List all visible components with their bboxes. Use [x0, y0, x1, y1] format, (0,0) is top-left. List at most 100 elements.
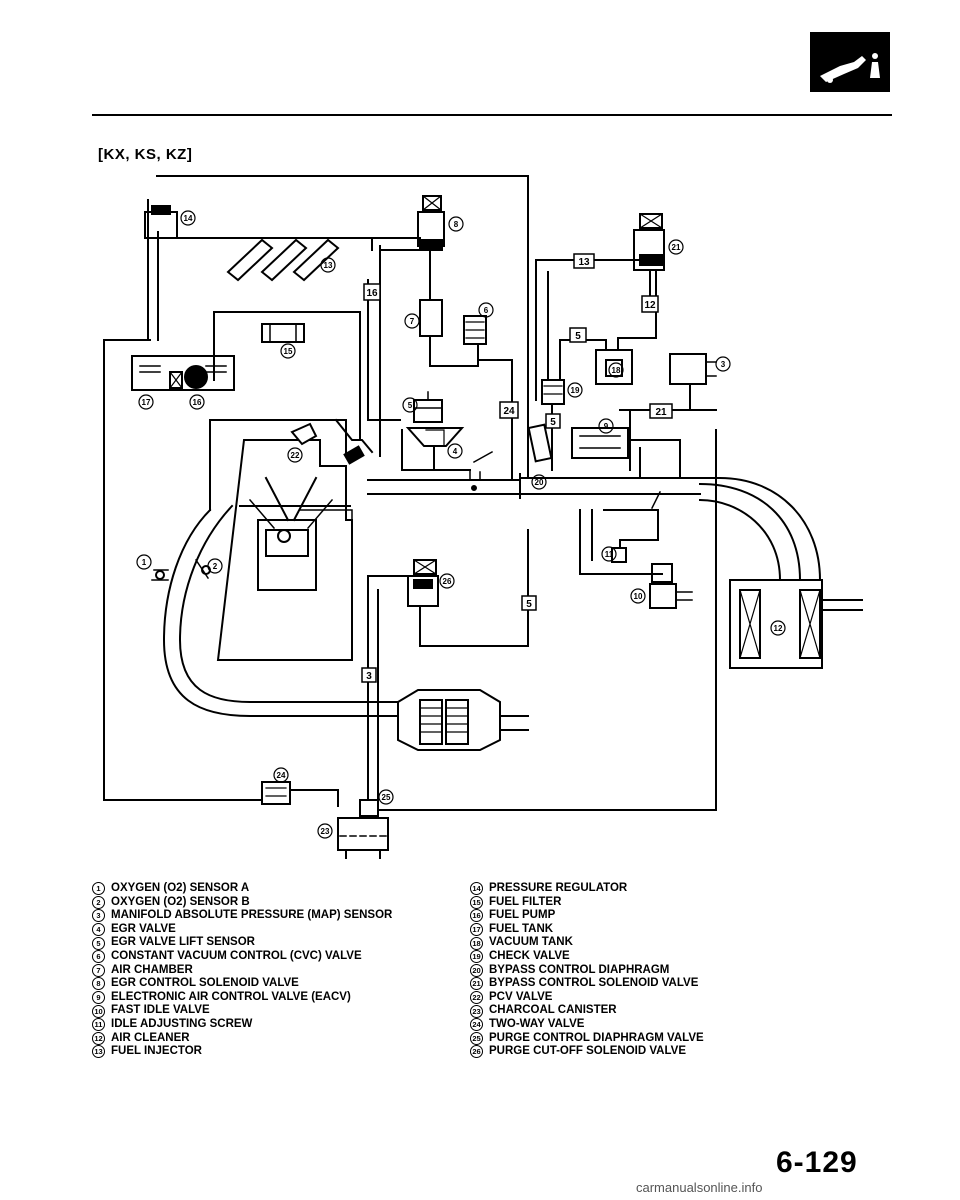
legend-number: 17	[470, 923, 483, 937]
callout-13: 13	[324, 261, 333, 270]
hose-tag-5-middle: 5	[550, 417, 556, 428]
callout-18: 18	[612, 366, 621, 375]
intake-duct	[650, 476, 822, 582]
legend-item: 20 BYPASS CONTROL DIAPHRAGM	[470, 964, 870, 978]
legend-text: FAST IDLE VALVE	[111, 1004, 210, 1017]
legend-item: 5 EGR VALVE LIFT SENSOR	[92, 936, 452, 950]
legend-item: 1 OXYGEN (O2) SENSOR A	[92, 882, 452, 896]
hose-tag-16: 16	[366, 288, 378, 299]
egr-control-solenoid	[417, 195, 445, 251]
hose-tag-13: 13	[578, 257, 590, 268]
legend-number: 9	[92, 991, 105, 1005]
legend-item: 24 TWO-WAY VALVE	[470, 1018, 870, 1032]
callout-8: 8	[454, 220, 459, 229]
legend-text: PRESSURE REGULATOR	[489, 882, 628, 894]
legend-number: 16	[470, 909, 483, 923]
hose-tag-24: 24	[503, 406, 515, 417]
component-callout-numbers: 14 8 21 13 6 7 15 18 3 19 17 16 5 9 4 22…	[142, 214, 783, 836]
pressure-regulator	[144, 205, 178, 239]
callout-23: 23	[321, 827, 330, 836]
legend-number: 4	[92, 923, 105, 937]
emission-vacuum-hose-diagram: 16 13 12 5 5 21 24 5 3	[103, 175, 863, 859]
legend-text: BYPASS CONTROL SOLENOID VALVE	[489, 977, 699, 990]
legend-number: 24	[470, 1018, 483, 1032]
legend-item: 21 BYPASS CONTROL SOLENOID VALVE	[470, 977, 870, 991]
air-cleaner	[729, 579, 863, 669]
legend-text: PCV VALVE	[489, 990, 553, 1003]
legend-number: 14	[470, 882, 483, 896]
legend-text: PURGE CUT-OFF SOLENOID VALVE	[489, 1045, 686, 1058]
legend-text: EGR CONTROL SOLENOID VALVE	[111, 977, 299, 990]
legend-text: EGR VALVE	[111, 922, 176, 935]
legend-number: 23	[470, 1004, 483, 1018]
legend-text: OXYGEN (O2) SENSOR A	[111, 882, 250, 894]
callout-17: 17	[142, 398, 151, 407]
callout-19: 19	[571, 386, 580, 395]
legend-number: 26	[470, 1045, 483, 1059]
legend-item: 17 FUEL TANK	[470, 923, 870, 937]
hose-tag-5-upper: 5	[575, 331, 581, 342]
egr-valve	[401, 391, 471, 471]
callout-6: 6	[484, 306, 489, 315]
legend-number: 6	[92, 950, 105, 964]
legend-text: TWO-WAY VALVE	[489, 1017, 585, 1030]
legend-number: 7	[92, 963, 105, 977]
legend-number: 21	[470, 977, 483, 991]
callout-12: 12	[774, 624, 783, 633]
legend-number: 12	[92, 1031, 105, 1045]
legend-text: PURGE CONTROL DIAPHRAGM VALVE	[489, 1031, 704, 1044]
legend-number: 19	[470, 950, 483, 964]
fuel-lines	[147, 175, 529, 479]
legend-text: VACUUM TANK	[489, 936, 573, 949]
legend-number: 25	[470, 1031, 483, 1045]
legend-text: AIR CHAMBER	[111, 963, 193, 976]
bypass-control-diaphragm	[519, 423, 721, 499]
legend-text: MANIFOLD ABSOLUTE PRESSURE (MAP) SENSOR	[111, 909, 393, 922]
callout-25: 25	[382, 793, 391, 802]
header-rule	[92, 114, 892, 116]
legend-number: 1	[92, 882, 105, 896]
callout-4: 4	[453, 447, 458, 456]
legend-item: 6 CONSTANT VACUUM CONTROL (CVC) VALVE	[92, 950, 452, 964]
legend-text: CHARCOAL CANISTER	[489, 1004, 617, 1017]
callout-21: 21	[672, 243, 681, 252]
legend-item: 19 CHECK VALVE	[470, 950, 870, 964]
legend-number: 20	[470, 963, 483, 977]
bypass-solenoid-and-vacuum-tank	[535, 213, 665, 471]
legend-text: EGR VALVE LIFT SENSOR	[111, 936, 255, 949]
legend-text: CONSTANT VACUUM CONTROL (CVC) VALVE	[111, 949, 362, 962]
legend-text: OXYGEN (O2) SENSOR B	[111, 895, 250, 908]
legend-item: 26 PURGE CUT-OFF SOLENOID VALVE	[470, 1045, 870, 1059]
eacv	[571, 427, 681, 479]
catalytic-converter	[397, 689, 529, 751]
callout-22: 22	[291, 451, 300, 460]
legend-item: 8 EGR CONTROL SOLENOID VALVE	[92, 977, 452, 991]
fast-idle-valve	[579, 509, 693, 609]
air-chamber-and-cvc	[367, 239, 513, 479]
legend-text: BYPASS CONTROL DIAPHRAGM	[489, 963, 670, 976]
fuel-emission-section-icon	[810, 32, 890, 92]
fuel-tank	[103, 339, 261, 801]
callout-2: 2	[213, 562, 218, 571]
callout-16: 16	[193, 398, 202, 407]
legend-item: 14 PRESSURE REGULATOR	[470, 882, 870, 896]
component-callouts	[136, 210, 786, 839]
legend-text: CHECK VALVE	[489, 949, 570, 962]
engine-block	[216, 418, 374, 661]
legend-item: 25 PURGE CONTROL DIAPHRAGM VALVE	[470, 1032, 870, 1046]
legend-number: 8	[92, 977, 105, 991]
legend-number: 5	[92, 936, 105, 950]
legend-text: FUEL TANK	[489, 922, 554, 935]
callout-3: 3	[721, 360, 726, 369]
model-variant-label: [KX, KS, KZ]	[98, 146, 193, 163]
